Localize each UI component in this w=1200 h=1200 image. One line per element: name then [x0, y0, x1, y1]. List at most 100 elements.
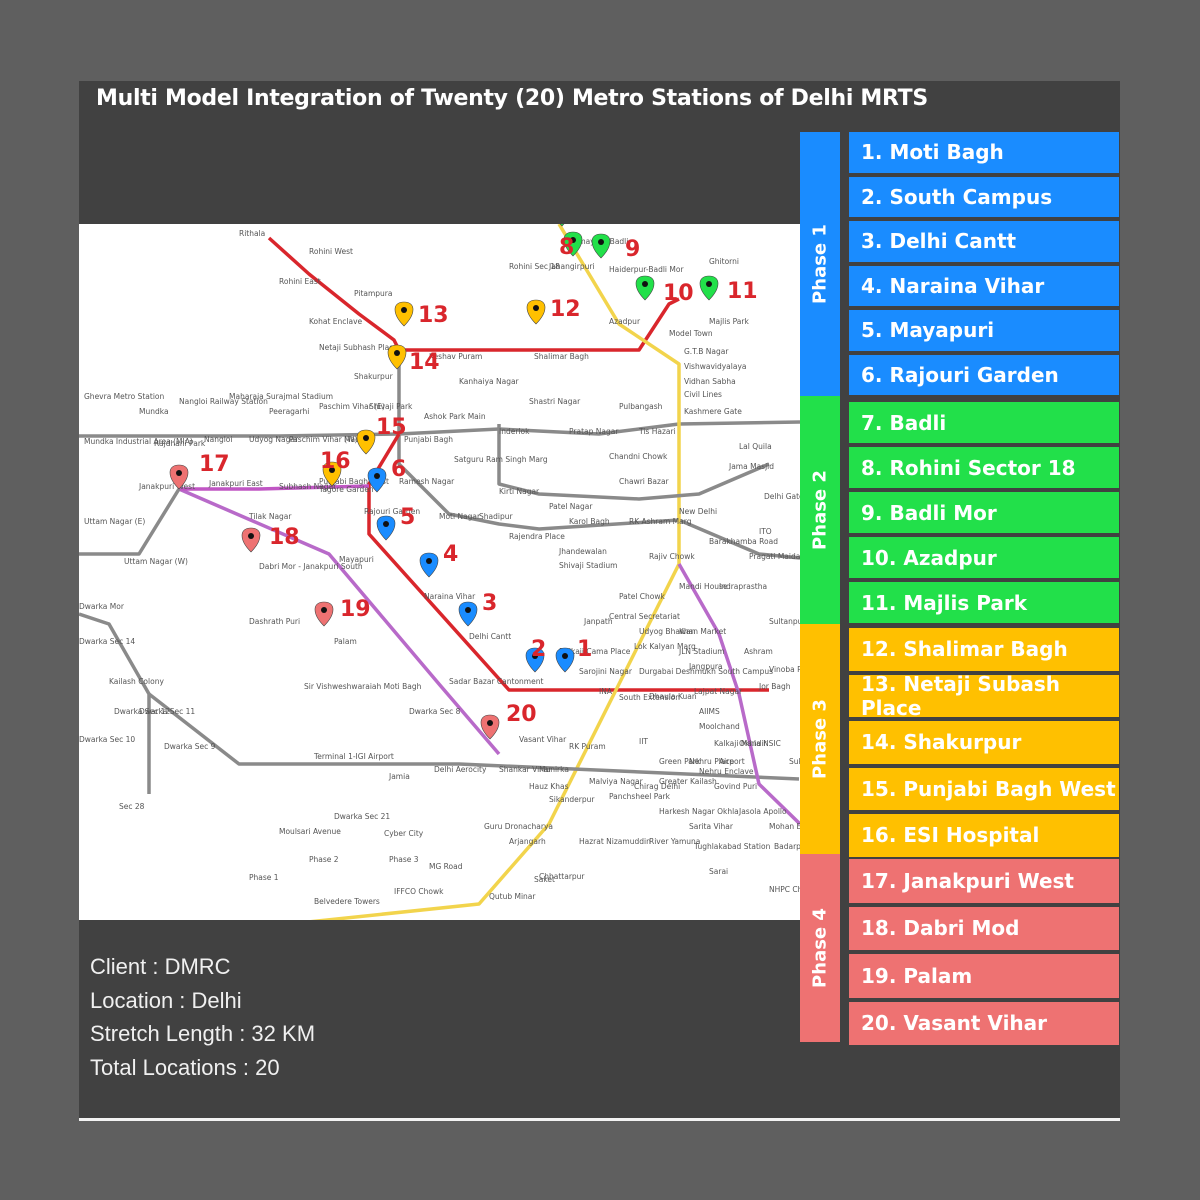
- map-station-label: Khan Market: [679, 627, 726, 636]
- map-pin-icon: [555, 647, 575, 673]
- page-title: Multi Model Integration of Twenty (20) M…: [96, 86, 928, 111]
- map-station-label: Moti Nagar: [439, 512, 481, 521]
- violet-line: [178, 487, 501, 756]
- map-station-label: NHPC Chowk: [769, 885, 800, 894]
- map-station-label: Cyber City: [384, 829, 424, 838]
- blue-line: [79, 488, 181, 556]
- map-station-label: Arjangarh: [509, 837, 546, 846]
- map-station-label: Chirag Delhi: [634, 782, 680, 791]
- location-text: Location : Delhi: [90, 987, 242, 1013]
- map-pin-dot: [598, 239, 604, 245]
- map-station-label: Maharaja Surajmal Stadium: [229, 392, 333, 401]
- map-station-label: Greater Kailash: [659, 777, 717, 786]
- map-station-label: Saket: [534, 875, 555, 884]
- map-marker-number: 18: [269, 525, 300, 550]
- map-station-label: Tilak Nagar: [248, 512, 292, 521]
- map-station-label: ITO: [759, 527, 772, 536]
- map-marker-number: 8: [559, 235, 574, 260]
- map-station-label: Vasant Vihar: [519, 735, 567, 744]
- station-item: 20. Vasant Vihar: [849, 1001, 1119, 1045]
- map-station-label: Udyog Bhawan: [639, 627, 696, 636]
- map-station-label: Kashmere Gate: [684, 407, 742, 416]
- map-station-label: Dwarka Sec 8: [409, 707, 461, 716]
- map-marker-number: 19: [340, 597, 371, 622]
- airport-line: [147, 692, 800, 781]
- phase-2-label: Phase 2: [809, 470, 831, 550]
- map-station-label: RK Ashram Marg: [629, 517, 692, 526]
- map-station-label: Uttam Nagar (E): [84, 517, 145, 526]
- map-station-label: Chawri Bazar: [619, 477, 670, 486]
- map-station-label: Jangpura: [688, 662, 723, 671]
- map-station-label: Jor Bagh: [758, 682, 791, 691]
- map-station-label: Sarai: [709, 867, 728, 876]
- map-pin-dot: [401, 307, 407, 313]
- station-item: 2. South Campus: [849, 176, 1119, 217]
- map-marker-number: 1: [577, 637, 592, 662]
- map-pin-dot: [642, 281, 648, 287]
- map-station-label: Tis Hazari: [638, 427, 676, 436]
- map-marker-number: 17: [199, 452, 230, 477]
- map-pin-icon: [314, 601, 334, 627]
- map-station-label: Shadipur: [479, 512, 513, 521]
- map-pin-icon: [480, 714, 500, 740]
- map-station-label: Delhi Aerocity: [434, 765, 487, 774]
- map-pin-dot: [374, 473, 380, 479]
- map-station-label: Kirti Nagar: [499, 487, 540, 496]
- map-station-label: Malviya Nagar: [589, 777, 644, 786]
- station-item: 15. Punjabi Bagh West: [849, 767, 1119, 810]
- map-marker-number: 3: [482, 591, 497, 616]
- grey-line-inner: [397, 350, 800, 560]
- map-pin-icon: [526, 299, 546, 325]
- map-station-label: Hauz Khas: [529, 782, 569, 791]
- map-station-label: AIIMS: [699, 707, 720, 716]
- station-item: 16. ESI Hospital: [849, 814, 1119, 857]
- map-station-label: Haiderpur-Badli Mor: [609, 265, 684, 274]
- map-station-label: Peeragarhi: [269, 407, 309, 416]
- map-station-label: Nangloi: [204, 435, 232, 444]
- station-item: 8. Rohini Sector 18: [849, 447, 1119, 488]
- map-station-label: Shankar Vihar: [499, 765, 553, 774]
- map-pin-icon: [387, 344, 407, 370]
- map-station-label: Panchsheel Park: [609, 792, 671, 801]
- map-station-label: Dashrath Puri: [249, 617, 300, 626]
- map-pin-icon: [322, 461, 342, 487]
- map-station-label: Shivaji Stadium: [559, 561, 617, 570]
- project-info: Client : DMRC Location : Delhi Stretch L…: [90, 950, 315, 1084]
- map-station-label: Moulsari Avenue: [279, 827, 341, 836]
- map-pin-dot: [532, 653, 538, 659]
- map-station-label: Ghitorni: [709, 257, 739, 266]
- map-station-label: Patel Chowk: [619, 592, 666, 601]
- map-pin-icon: [591, 233, 611, 259]
- station-item: 4. Naraina Vihar: [849, 265, 1119, 306]
- map-pin-dot: [383, 521, 389, 527]
- map-station-label: Subhash Nagar: [279, 482, 337, 491]
- map-station-label: Rajendra Place: [509, 532, 565, 541]
- map-station-label: Dwarka Sec 9: [164, 742, 216, 751]
- client-text: Client : DMRC: [90, 954, 231, 979]
- map-marker-number: 7: [574, 224, 589, 230]
- map-station-label: Jama Masjid: [728, 462, 774, 471]
- phase-3-label: Phase 3: [809, 699, 831, 779]
- map-station-label: Belvedere Towers: [314, 897, 380, 906]
- phase-1-label: Phase 1: [809, 224, 831, 304]
- map-marker-number: 2: [531, 637, 546, 662]
- station-item: 17. Janakpuri West: [849, 859, 1119, 903]
- map-station-label: Majlis Park: [709, 317, 749, 326]
- map-station-label: Badarpur Border: [774, 842, 800, 851]
- map-station-label: Mandi House: [679, 582, 728, 591]
- map-marker-number: 13: [418, 303, 449, 328]
- map-station-label: Model Town: [669, 329, 713, 338]
- map-station-label: Guru Dronacharya: [484, 822, 553, 831]
- map-station-label: G.T.B Nagar: [684, 347, 729, 356]
- map-station-label: Janpath: [583, 617, 613, 626]
- map-station-label: Vidhan Sabha: [684, 377, 736, 386]
- map-station-label: Jahangirpuri: [548, 262, 595, 271]
- bottom-rule: [79, 1118, 1120, 1121]
- map-pin-dot: [570, 237, 576, 243]
- map-station-label: Moolchand: [699, 722, 740, 731]
- station-item: 7. Badli: [849, 402, 1119, 443]
- map-station-label: Munirka: [539, 765, 569, 774]
- map-pin-dot: [329, 467, 335, 473]
- map-station-label: Rohini West: [309, 247, 353, 256]
